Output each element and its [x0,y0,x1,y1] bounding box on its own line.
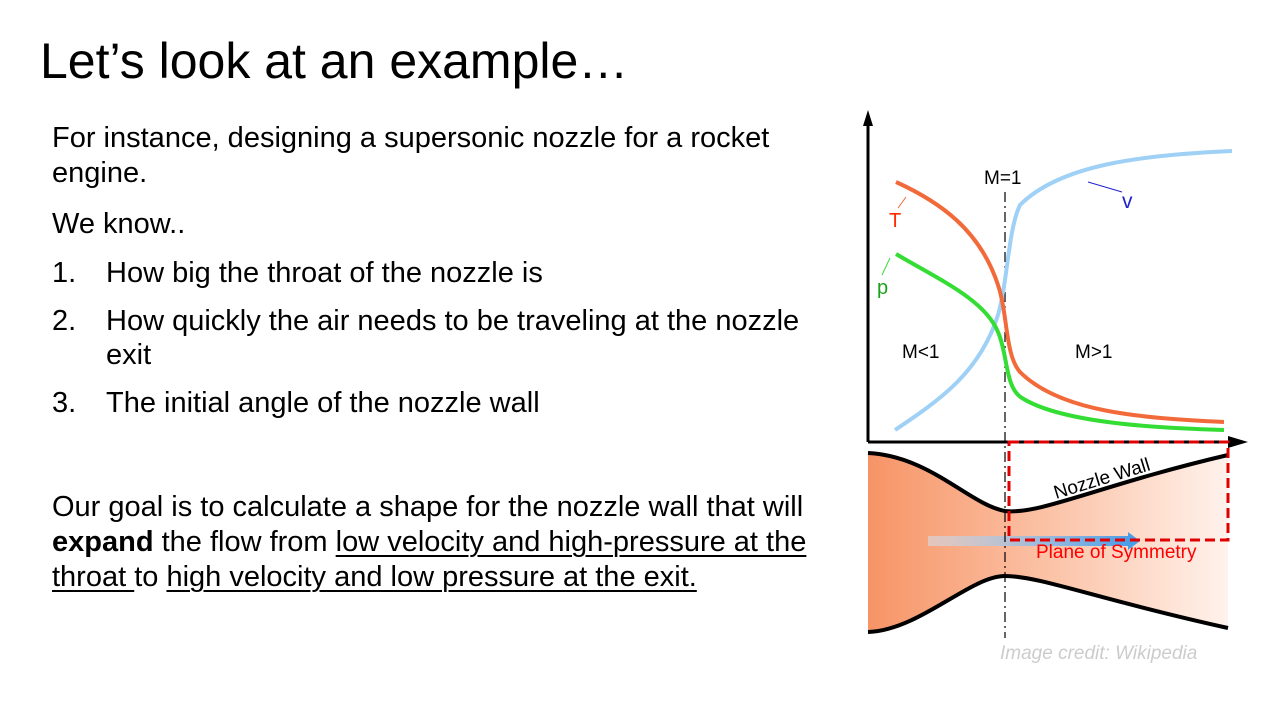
goal-bold: expand [52,526,154,558]
temperature-curve [895,180,1225,424]
nozzle-diagram: M=1 M<1 M>1 T p v Nozzle Wall Plane of S… [863,110,1248,638]
intro-text: For instance, designing a supersonic noz… [52,122,770,189]
list-number: 3. [52,387,77,419]
list-text: How big the throat of the nozzle is [106,257,543,289]
x-axis-arrow [1228,436,1248,448]
temperature-label: T [889,210,901,232]
list-item: 2. How quickly the air needs to be trave… [52,304,842,372]
list-item: 3. The initial angle of the nozzle wall [52,386,842,420]
list-item: 1. How big the throat of the nozzle is [52,256,842,290]
highlight-box [1007,440,1230,542]
goal-underline: high velocity and low pressure at the ex… [166,561,697,593]
subsonic-label: M<1 [902,342,940,363]
pressure-leader [881,257,891,276]
goal-text: Our goal is to calculate a shape for the… [52,490,862,595]
supersonic-label: M>1 [1075,342,1113,363]
list-number: 1. [52,257,77,289]
pressure-curve [894,252,1225,432]
velocity-curve [893,149,1233,432]
velocity-label: v [1122,190,1133,213]
list-text: The initial angle of the nozzle wall [106,387,540,419]
symmetry-label: Plane of Symmetry [1036,542,1197,563]
image-credit: Image credit: Wikipedia [1000,643,1198,664]
goal-underline: low velocity and high-pressure at the th… [52,526,807,593]
pressure-label: p [877,277,888,299]
mach1-label: M=1 [984,168,1022,189]
slide-title: Let’s look at an example… [40,33,629,89]
goal-part: to [134,561,167,593]
we-know-text: We know.. [52,208,186,240]
goal-part: Our goal is to calculate a shape for the… [52,491,804,523]
list-text: How quickly the air needs to be travelin… [106,305,800,371]
velocity-leader [1087,181,1123,193]
y-axis-arrow [863,110,873,126]
goal-part: the flow from [153,526,336,558]
list-number: 2. [52,305,77,337]
known-list: 1. How big the throat of the nozzle is 2… [52,256,842,434]
temperature-leader [897,196,907,209]
nozzle-wall-lower [867,573,1229,634]
